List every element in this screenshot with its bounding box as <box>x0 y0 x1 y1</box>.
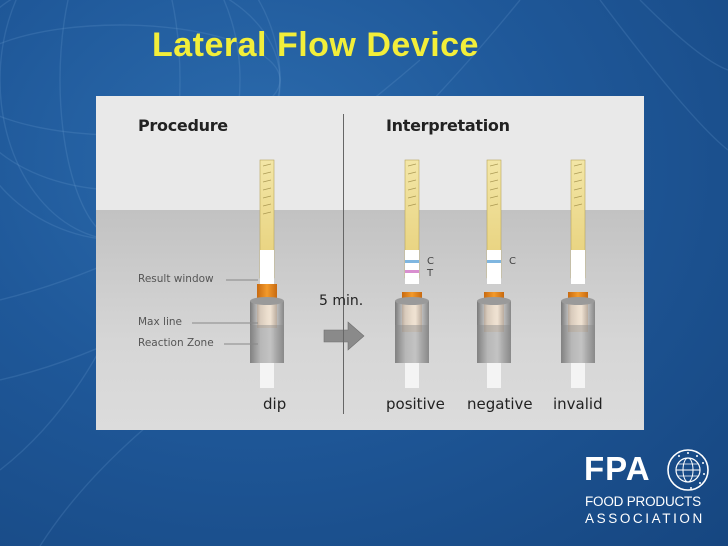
caption-negative: negative <box>467 395 533 413</box>
cup-invalid <box>561 297 595 363</box>
caption-positive: positive <box>386 395 445 413</box>
procedure-heading: Procedure <box>138 116 228 135</box>
process-arrow <box>323 321 365 351</box>
cup-positive <box>395 297 429 363</box>
caption-dip: dip <box>263 395 287 413</box>
test-line-label: T <box>427 268 434 279</box>
cup-dip <box>250 297 284 363</box>
logo-abbreviation: FPA <box>584 450 651 487</box>
interpretation-heading: Interpretation <box>386 116 510 135</box>
control-line-label: C <box>427 256 434 267</box>
max-line-label: Max line <box>138 316 182 328</box>
diagram-graphics <box>192 159 595 388</box>
logo-line-association: ASSOCIATION <box>585 511 705 526</box>
fpa-logo: FPA FOOD PRODUCTS ASSOCIATION <box>572 448 722 538</box>
slide-title: Lateral Flow Device <box>152 26 479 64</box>
result-window-label: Result window <box>138 273 214 285</box>
panel-lower-shade <box>96 210 644 430</box>
reaction-zone-label: Reaction Zone <box>138 337 214 349</box>
lateral-flow-diagram: Procedure Interpretation Result window M… <box>96 96 644 430</box>
logo-line-food-products: FOOD PRODUCTS <box>585 494 701 509</box>
procedure-interpretation-divider <box>343 114 344 414</box>
globe-seal-icon <box>667 449 709 491</box>
time-label: 5 min. <box>319 293 364 309</box>
cup-negative <box>477 297 511 363</box>
control-line-label-negative: C <box>509 256 516 267</box>
caption-invalid: invalid <box>553 395 603 413</box>
